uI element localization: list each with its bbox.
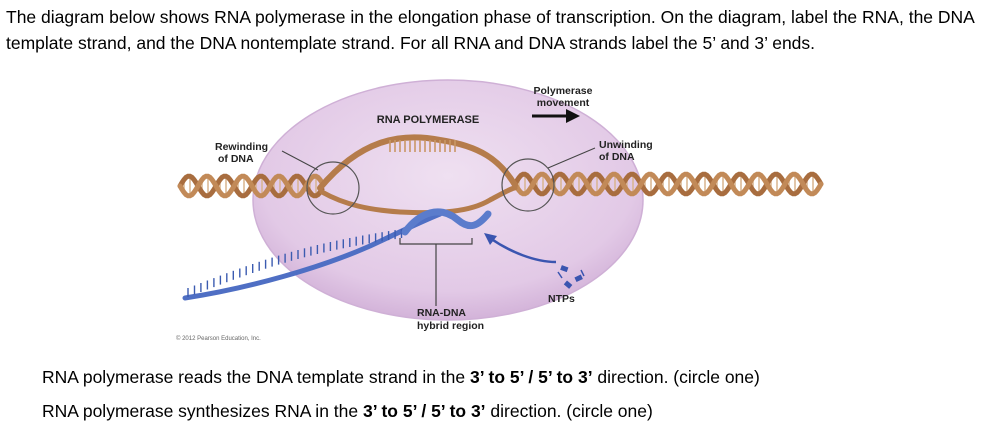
unwinding-label-2: of DNA [599, 151, 635, 163]
choice-5-to-3-synth[interactable]: 5’ to 3’ [431, 401, 486, 421]
question-read-direction: RNA polymerase reads the DNA template st… [42, 367, 760, 387]
ntp-arrow [489, 236, 557, 264]
rna-bases [187, 229, 403, 297]
transcription-diagram: Polymerase movement RNA POLYMERASE Rewin… [176, 79, 824, 342]
rewinding-leader [281, 150, 319, 171]
nontemplate-strand-bases [389, 140, 456, 152]
unwinding-circle [501, 158, 555, 212]
polymerase-movement-arrowhead [566, 109, 580, 123]
choice-3-to-5-read[interactable]: 3’ to 5’ [470, 367, 524, 387]
ntps-label: NTPs [548, 293, 575, 305]
hybrid-region-label-2: hybrid region [417, 320, 484, 332]
choice-5-to-3-read[interactable]: 5’ to 3’ [538, 367, 593, 387]
unwinding-leader [547, 147, 596, 169]
rewinding-circle [306, 161, 360, 215]
unwinding-label-1: Unwinding [599, 139, 653, 151]
polymerase-movement-label-2: movement [537, 97, 590, 109]
ntp-arrowhead [484, 233, 497, 245]
rna-dna-hybrid-twist [401, 208, 492, 236]
hybrid-region-bracket [399, 238, 473, 306]
question-synthesis-direction: RNA polymerase synthesizes RNA in the 3’… [42, 401, 653, 421]
dna-double-helix [177, 171, 824, 199]
polymerase-movement-label-1: Polymerase [534, 85, 593, 97]
instructions-text: The diagram below shows RNA polymerase i… [6, 7, 974, 53]
ntp-molecules [557, 265, 585, 289]
hybrid-region-label-1: RNA-DNA [417, 307, 466, 319]
nontemplate-strand [317, 134, 518, 191]
rewinding-label-1: Rewinding [215, 141, 268, 153]
rna-polymerase-label: RNA POLYMERASE [377, 114, 479, 126]
rewinding-label-2: of DNA [218, 153, 254, 165]
copyright-text: © 2012 Pearson Education, Inc. [176, 335, 261, 342]
choice-3-to-5-synth[interactable]: 3’ to 5’ [362, 401, 417, 421]
